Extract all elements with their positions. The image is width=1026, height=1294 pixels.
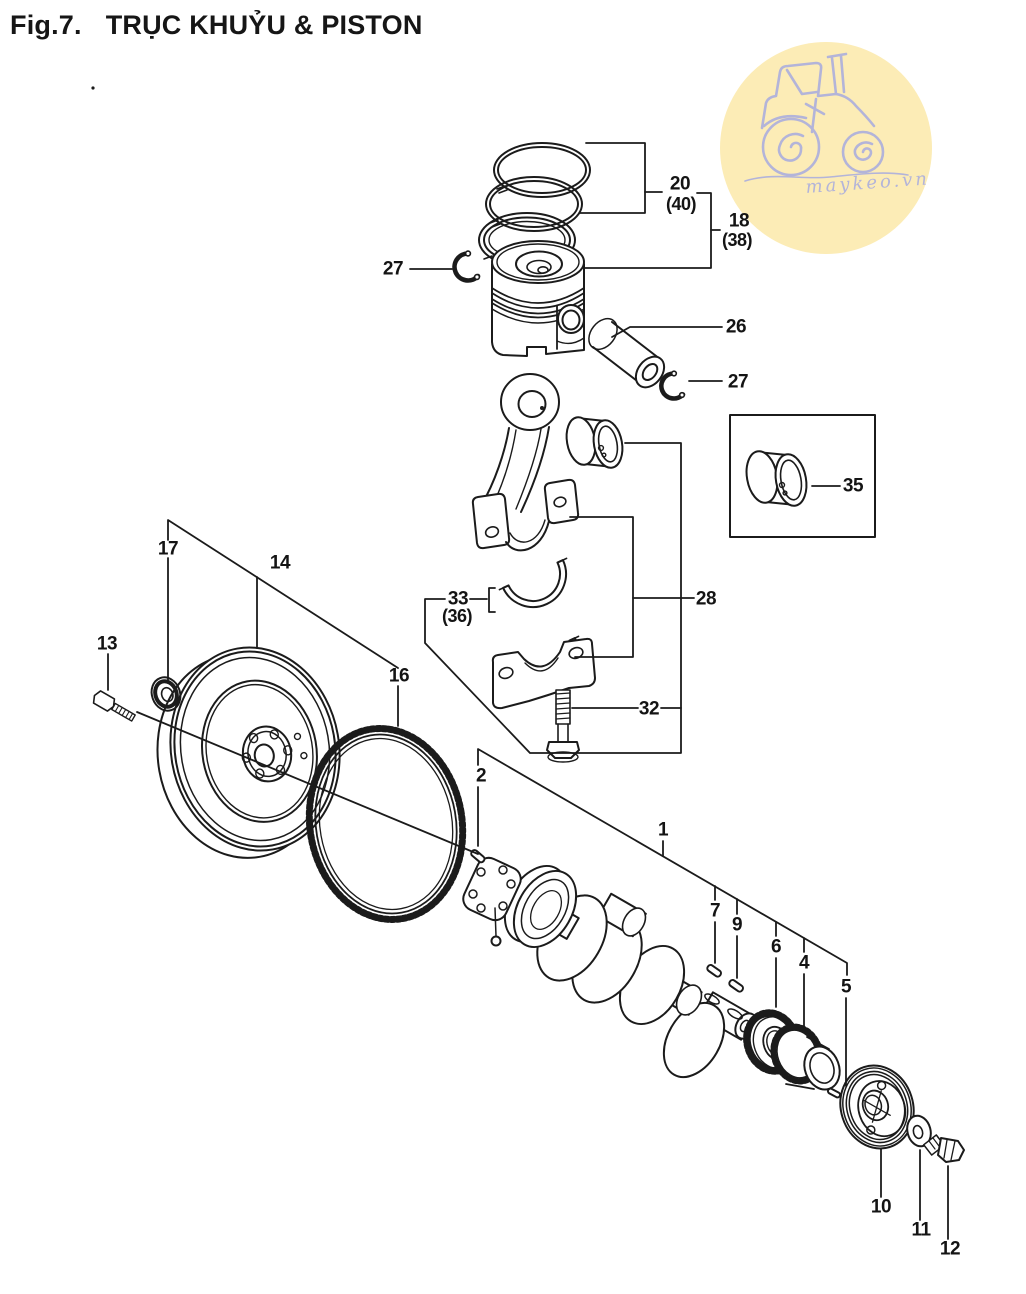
figure-title: Fig.7. TRỤC KHUỶU & PISTON [10, 10, 423, 41]
part-label-10: 10 [870, 1196, 892, 1218]
watermark-circle [720, 42, 932, 254]
woodruff-key-9 [728, 979, 744, 993]
piston-rings [478, 142, 591, 268]
part-label-2: 2 [475, 765, 487, 787]
part-label-28: 28 [695, 588, 717, 610]
watermark-logo [720, 42, 932, 254]
rod-bushing [565, 416, 624, 469]
part-label-32: 32 [638, 698, 660, 720]
tractor-icon [744, 52, 909, 182]
washer-11 [906, 1114, 932, 1148]
part-label-13: 13 [96, 633, 118, 655]
part-label-27-right: 27 [727, 371, 749, 393]
ring-gear [305, 725, 467, 923]
crankshaft [462, 856, 758, 1078]
flywheel-bolt-13 [92, 690, 136, 722]
part-label-11: 11 [911, 1219, 931, 1241]
figure-title-text: TRỤC KHUỶU & PISTON [105, 10, 423, 40]
crank-gear-4 [770, 1023, 841, 1091]
bearing-cap [491, 637, 596, 710]
bushing-35-box [729, 414, 876, 538]
circlip-left [452, 250, 481, 283]
part-label-1: 1 [657, 819, 669, 841]
bearing-shell-upper [498, 557, 568, 608]
part-label-20: 20 [669, 173, 691, 195]
print-dot [91, 86, 95, 90]
part-label-14: 14 [269, 552, 291, 574]
part-label-38: (38) [721, 230, 753, 250]
figure-number: Fig.7. [10, 10, 82, 40]
woodruff-key-7 [706, 964, 722, 978]
piston-pin [588, 317, 666, 389]
part-label-7: 7 [709, 900, 721, 922]
part-label-33: 33 [447, 588, 469, 610]
part-label-16: 16 [388, 665, 410, 687]
part-label-36: (36) [441, 606, 473, 626]
leader-lines [107, 142, 949, 1240]
piston [491, 240, 585, 357]
part-label-35: 35 [842, 475, 864, 497]
part-label-12: 12 [939, 1238, 961, 1260]
part-label-18: 18 [728, 210, 750, 232]
part-label-6: 6 [770, 936, 782, 958]
crank-pulley [839, 1064, 915, 1150]
part-label-17: 17 [157, 538, 179, 560]
pulley-bolt-12 [922, 1134, 965, 1163]
part-label-27-left: 27 [382, 258, 404, 280]
circlip-right [659, 370, 686, 401]
part-label-9: 9 [731, 914, 743, 936]
rod-bolt-32 [546, 689, 580, 763]
part-label-40: (40) [665, 194, 697, 214]
part-label-26: 26 [725, 316, 747, 338]
part-label-4: 4 [798, 952, 810, 974]
part-label-5: 5 [840, 976, 852, 998]
connecting-rod [471, 373, 580, 552]
flywheel [156, 646, 341, 859]
pilot-bearing-17 [150, 676, 182, 712]
